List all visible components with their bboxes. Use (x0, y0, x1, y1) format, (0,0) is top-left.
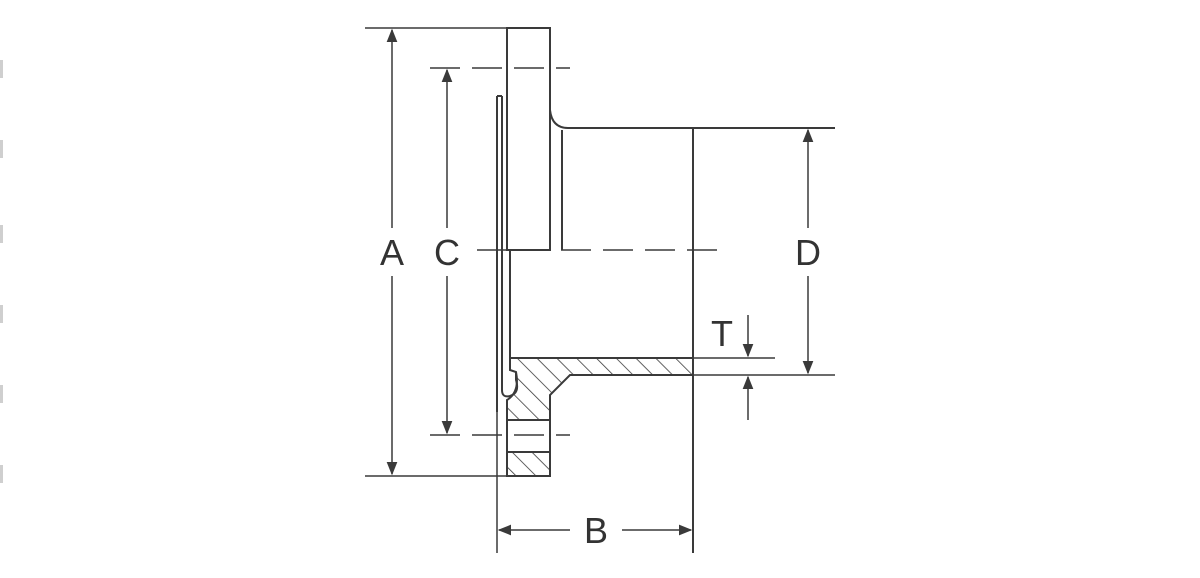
edge-mark (0, 385, 3, 403)
stub-pipe (509, 109, 835, 553)
label-t: T (711, 313, 733, 354)
edge-mark (0, 305, 3, 323)
flange-upper-body (506, 27, 551, 251)
label-a: A (380, 232, 404, 273)
dimension-b: B (497, 510, 693, 551)
bolt-hole (506, 419, 551, 453)
edge-mark (0, 60, 3, 78)
hatched-section (506, 357, 694, 477)
extension-lines (365, 27, 835, 553)
edge-mark (0, 465, 3, 483)
label-c: C (434, 232, 460, 273)
edge-mark (0, 225, 3, 243)
hatched-flange-section (506, 357, 694, 421)
label-b: B (584, 510, 608, 551)
label-d: D (795, 232, 821, 273)
centre-lines (430, 67, 720, 436)
lap-strip (496, 95, 519, 412)
edge-mark (0, 140, 3, 158)
hatched-bolt-section (506, 451, 551, 477)
dimension-t: T (711, 313, 754, 420)
dimension-a: A (380, 28, 404, 476)
dimension-c: C (434, 68, 460, 435)
pipe-top-outline (549, 109, 835, 129)
flange-ring (506, 27, 551, 251)
dimension-d: D (795, 128, 821, 375)
